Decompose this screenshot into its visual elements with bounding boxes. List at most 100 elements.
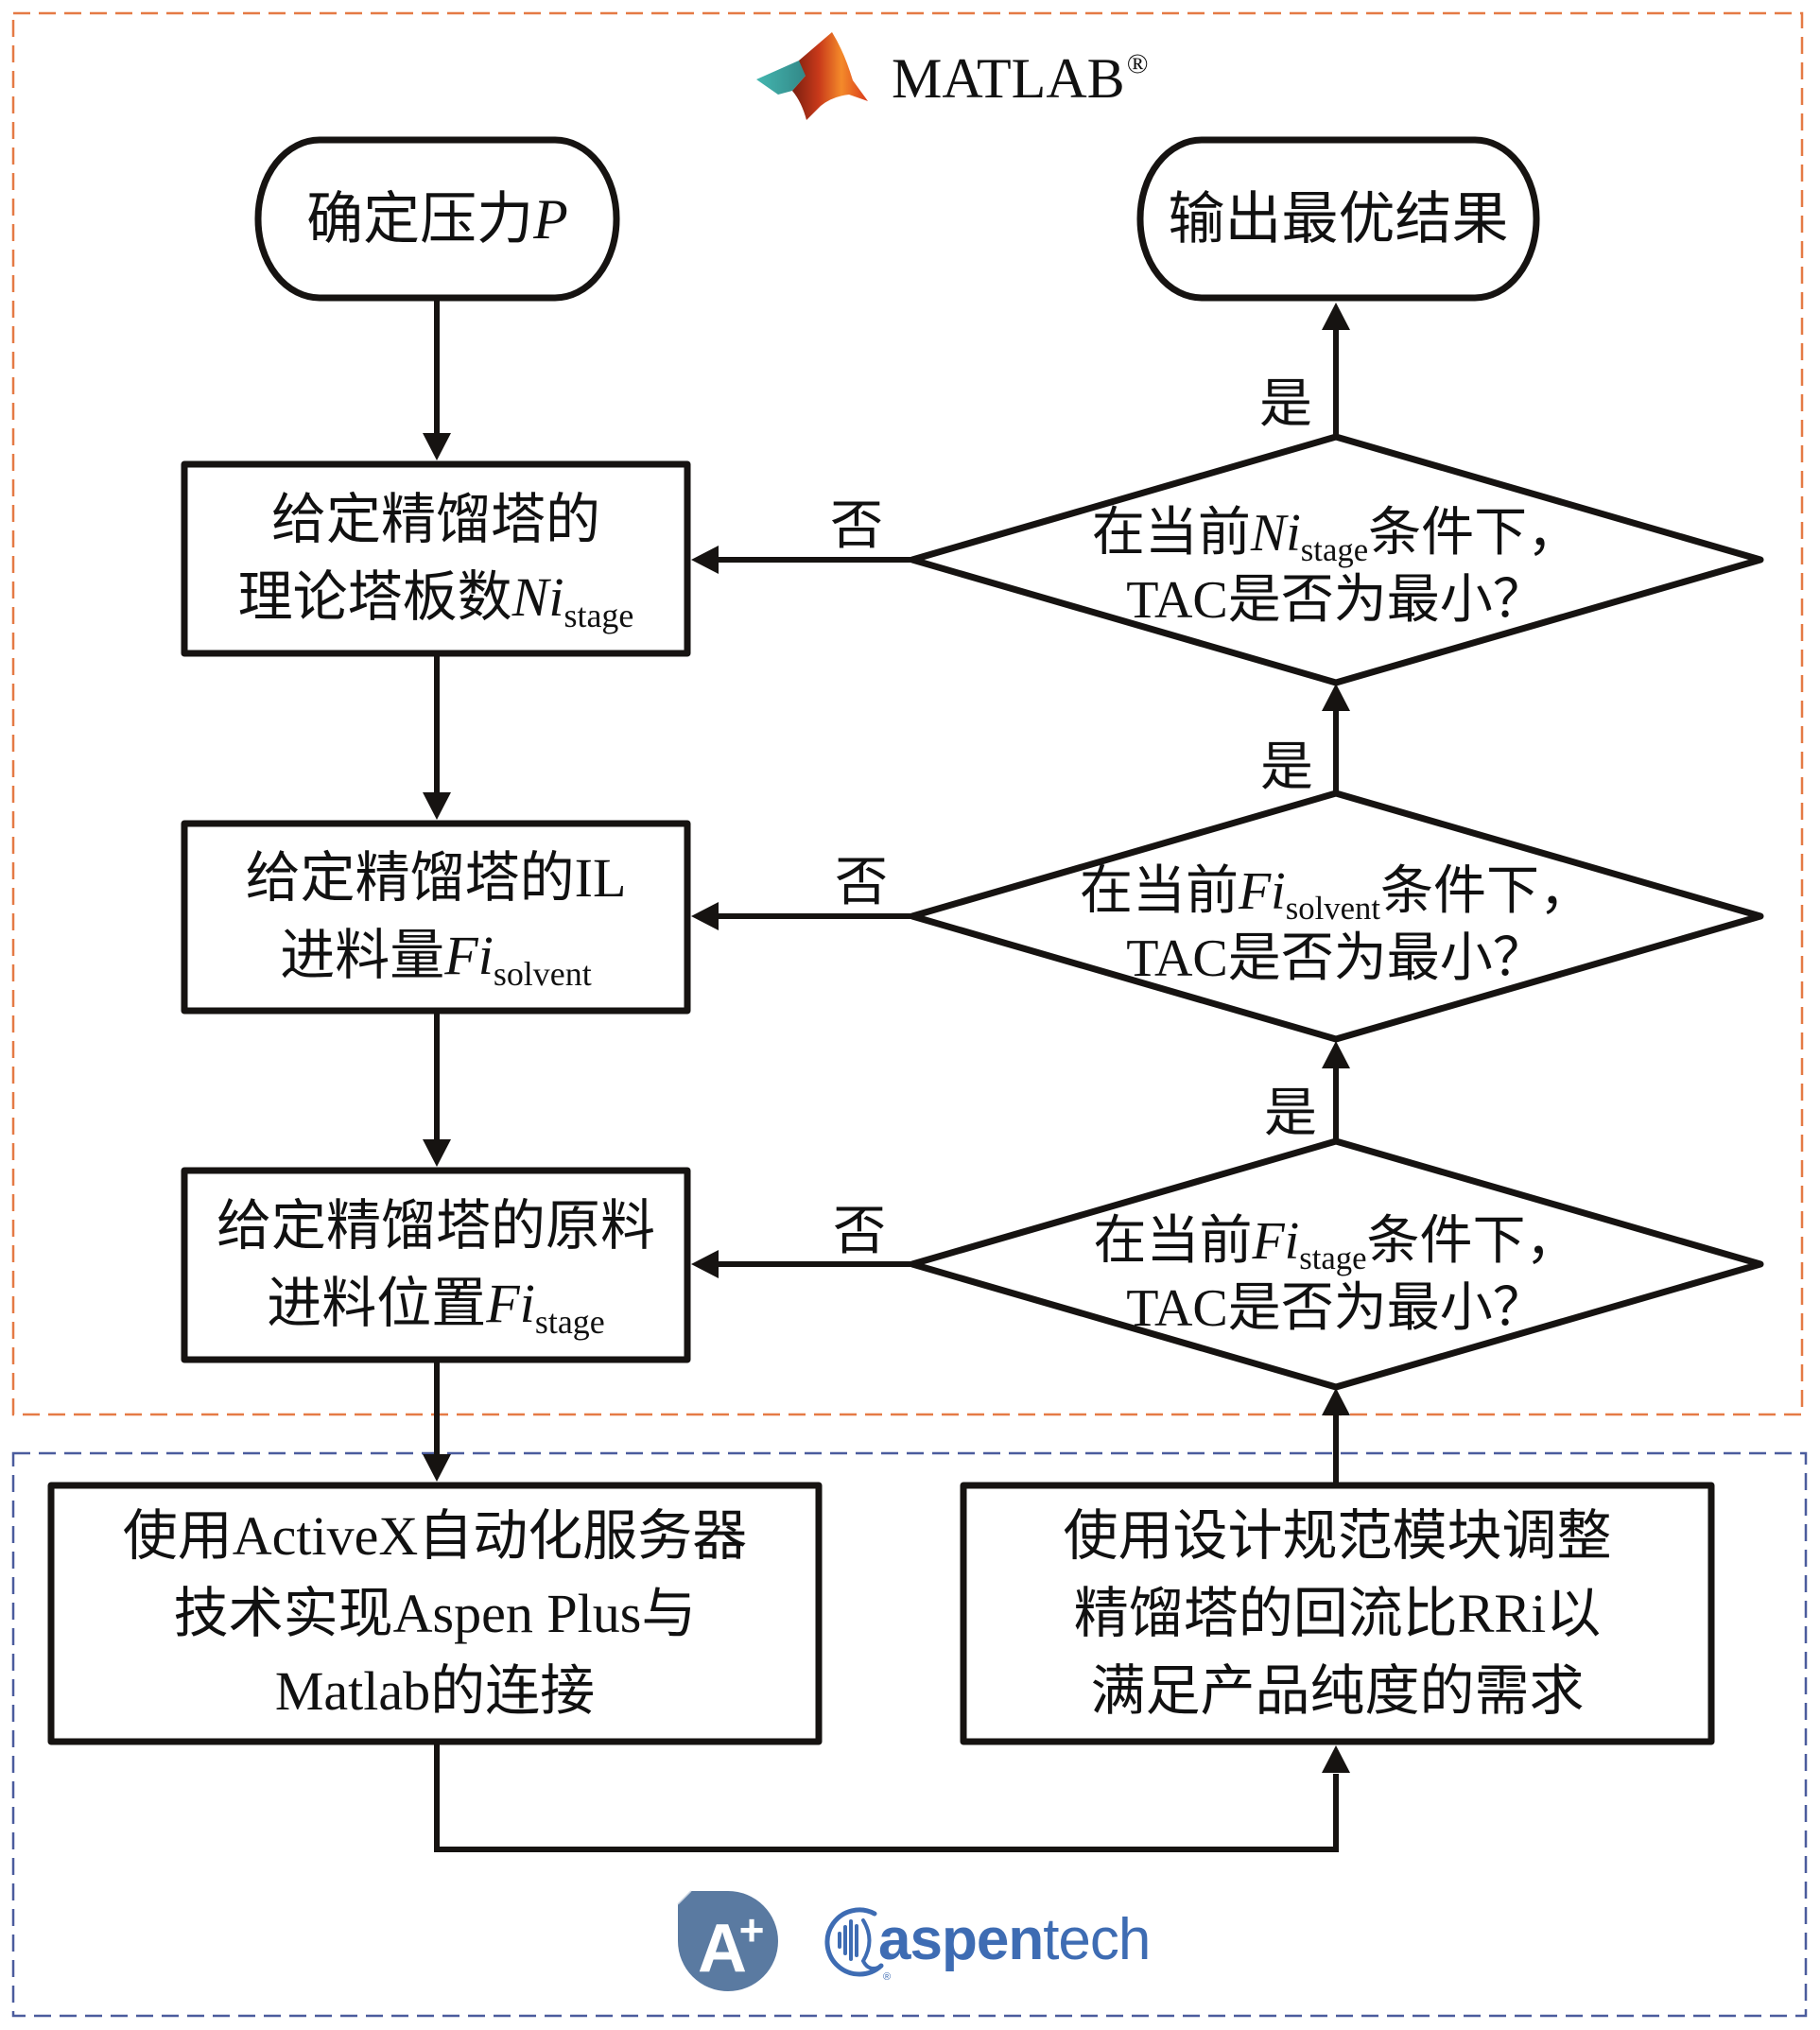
variable-symbol: Fi <box>444 925 494 986</box>
decision-2-text: 在当前Fisolvent条件下， TAC是否为最小？ <box>958 802 1714 1050</box>
aspen-step-1-box <box>47 1482 823 1745</box>
aspen-step-1-line-1: 使用ActiveX自动化服务器 <box>122 1504 748 1567</box>
aspen-step-1-line-3: Matlab的连接 <box>274 1659 596 1722</box>
aspen-step-2-line-3: 满足产品纯度的需求 <box>1090 1659 1585 1722</box>
decision-3-line-1: 在当前Fistage条件下， <box>1093 1208 1578 1275</box>
start-terminal <box>254 136 620 302</box>
no-label-decision-1: 否 <box>830 497 883 556</box>
step-2-text: 给定精馏塔的IL 进料量Fisolvent <box>184 824 687 1011</box>
aspen-plus-sign: + <box>739 1905 765 1954</box>
aspen-region-border <box>11 1451 1808 2018</box>
yes-label-decision-3: 是 <box>1264 1084 1317 1143</box>
aspentech-regular-part: tech <box>1043 1907 1151 1972</box>
aspentech-registered-mark: ® <box>883 1971 891 1983</box>
matlab-logo-teal-face <box>756 55 815 95</box>
start-terminal-text: 确定压力P <box>258 140 616 298</box>
matlab-brand-text: MATLAB <box>892 47 1125 110</box>
variable-symbol: Ni <box>1250 504 1301 563</box>
decision-2-line-1: 在当前Fisolvent条件下， <box>1080 859 1592 926</box>
step-3-line-1: 给定精馏塔的原料 <box>216 1195 655 1257</box>
aspen-plus-badge <box>678 1891 778 1991</box>
variable-symbol: Ni <box>511 566 564 628</box>
swirl-outer-arc <box>824 1907 884 1977</box>
pressure-variable: P <box>533 187 568 251</box>
yes-label-decision-1: 是 <box>1259 375 1312 434</box>
decision-2-diamond <box>909 789 1764 1043</box>
start-terminal-label: 确定压力 <box>306 187 534 251</box>
yes-label-decision-2: 是 <box>1260 738 1313 797</box>
variable-subscript: stage <box>534 1302 605 1341</box>
variable-subscript: solvent <box>1285 890 1381 928</box>
aspentech-swirl-icon: ® <box>824 1907 891 1983</box>
end-terminal <box>1136 136 1540 302</box>
aspen-plus-letter: A <box>698 1911 747 1987</box>
decision-3-line-2: TAC是否为最小？ <box>1126 1279 1546 1338</box>
decision-1-diamond <box>909 433 1764 686</box>
aspen-step-2-line-1: 使用设计规范模块调整 <box>1063 1504 1612 1567</box>
decision-3-text: 在当前Fistage条件下， TAC是否为最小？ <box>958 1152 1714 1399</box>
matlab-wordmark: MATLAB® <box>892 47 1149 117</box>
aspen-plus-icon: A + <box>677 1890 778 1991</box>
matlab-region-border <box>11 11 1804 1416</box>
no-label-decision-3: 否 <box>833 1203 886 1261</box>
page-fold-edge <box>677 1890 692 1905</box>
variable-symbol: Fi <box>1238 862 1286 921</box>
variable-symbol: Fi <box>1252 1212 1300 1271</box>
arrowhead-up <box>1322 303 1350 330</box>
decision-2-prefix: 在当前 <box>1079 862 1239 921</box>
decision-1-suffix: 条件下， <box>1368 504 1581 563</box>
decision-1-line-1: 在当前Nistage条件下， <box>1092 500 1580 567</box>
arrowhead-up <box>1322 1745 1350 1773</box>
no-label-decision-2: 否 <box>835 854 888 912</box>
aspentech-bold-part: aspen <box>878 1907 1044 1972</box>
arrowhead-down <box>423 792 451 820</box>
decision-2-suffix: 条件下， <box>1380 862 1593 921</box>
matlab-logo-icon <box>756 32 868 120</box>
step-3-box <box>181 1167 691 1363</box>
step-2-box <box>181 820 691 1015</box>
decision-1-text: 在当前Nistage条件下， TAC是否为最小？ <box>958 443 1714 691</box>
decision-3-prefix: 在当前 <box>1093 1212 1253 1271</box>
arrowhead-up <box>1322 1041 1350 1068</box>
arrowhead-up <box>1322 1388 1350 1415</box>
step-2-line-2-text: 进料量 <box>280 925 445 986</box>
variable-subscript: stage <box>563 596 634 634</box>
arrowhead-left <box>691 1250 719 1278</box>
arrowhead-left <box>691 902 719 930</box>
step-1-text: 给定精馏塔的 理论塔板数Nistage <box>184 464 687 653</box>
arrowhead-down <box>423 1139 451 1167</box>
decision-1-prefix: 在当前 <box>1091 504 1251 563</box>
arrowhead-left <box>691 546 719 574</box>
variable-subscript: stage <box>1299 1240 1367 1277</box>
aspen-step-2-line-2: 精馏塔的回流比RRi以 <box>1073 1582 1602 1644</box>
decision-3-suffix: 条件下， <box>1366 1212 1579 1271</box>
decision-3-diamond <box>909 1137 1764 1391</box>
start-terminal-line: 确定压力P <box>306 186 568 252</box>
matlab-logo-orange-face <box>792 32 868 120</box>
end-terminal-text: 输出最优结果 <box>1140 140 1536 298</box>
aspen-step-1-text: 使用ActiveX自动化服务器 技术实现Aspen Plus与 Matlab的连… <box>51 1485 819 1742</box>
step-3-text: 给定精馏塔的原料 进料位置Fistage <box>184 1171 687 1360</box>
variable-symbol: Fi <box>486 1273 535 1334</box>
matlab-registered-mark: ® <box>1126 48 1149 79</box>
connector-aspen-step-1-to-aspen-step-2 <box>434 1744 1339 1852</box>
step-1-line-2-text: 理论塔板数 <box>237 566 512 628</box>
swirl-inner-arc <box>860 1918 882 1970</box>
decision-2-line-2: TAC是否为最小？ <box>1126 929 1546 988</box>
end-terminal-label: 输出最优结果 <box>1168 187 1509 251</box>
step-1-box <box>181 460 691 657</box>
step-1-line-1: 给定精馏塔的 <box>270 489 600 550</box>
step-3-line-2-text: 进料位置 <box>267 1273 487 1334</box>
step-3-line-2: 进料位置Fistage <box>267 1265 604 1343</box>
step-2-line-1: 给定精馏塔的IL <box>245 847 627 909</box>
aspen-step-2-box <box>960 1482 1715 1745</box>
arrowhead-down <box>423 1454 451 1482</box>
aspen-step-2-text: 使用设计规范模块调整 精馏塔的回流比RRi以 满足产品纯度的需求 <box>963 1485 1711 1742</box>
step-2-line-2: 进料量Fisolvent <box>280 917 591 995</box>
aspen-step-1-line-2: 技术实现Aspen Plus与 <box>173 1582 697 1644</box>
variable-subscript: stage <box>1300 531 1369 569</box>
arrowhead-down <box>423 433 451 460</box>
arrowhead-up <box>1322 684 1350 711</box>
